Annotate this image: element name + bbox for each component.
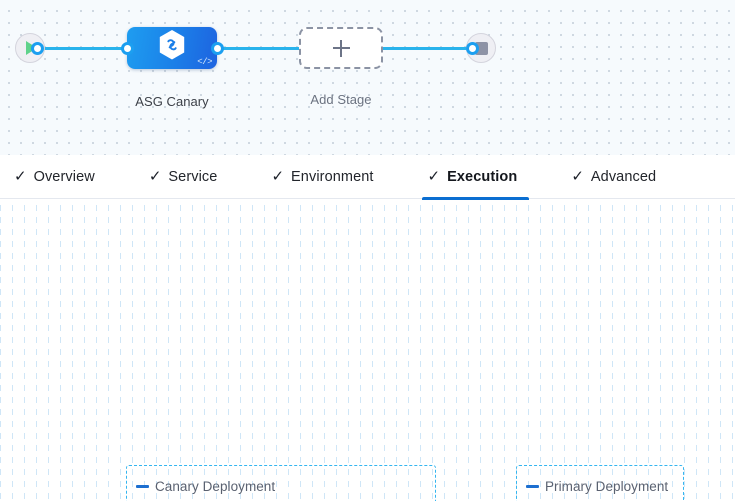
tab-label: Environment [291, 168, 374, 185]
tab-label: Overview [33, 168, 95, 185]
stage-node-label: ASG Canary [135, 94, 209, 109]
add-stage-label: Add Stage [310, 92, 372, 107]
execution-canvas[interactable]: Canary Deployment Primary Deployment [0, 199, 735, 501]
stage-wire-end [378, 47, 472, 50]
stage-wire-mid [212, 47, 304, 50]
plus-icon [332, 39, 350, 57]
tab-advanced[interactable]: ✓ Advanced [571, 155, 674, 199]
harness-hexagon-icon [157, 29, 187, 66]
stage-node-out-port[interactable] [211, 42, 224, 55]
group-label-text: Primary Deployment [545, 479, 669, 494]
check-icon: ✓ [571, 168, 584, 185]
tab-service[interactable]: ✓ Service [149, 155, 236, 199]
stage-node-in-port[interactable] [121, 42, 134, 55]
tab-label: Execution [447, 168, 518, 185]
code-badge: </> [197, 57, 212, 67]
stage-tab-bar: ✓ Overview ✓ Service ✓ Environment ✓ Exe… [0, 155, 735, 200]
check-icon: ✓ [427, 168, 441, 185]
stage-start-port[interactable] [31, 42, 44, 55]
group-canary-deployment[interactable] [126, 465, 436, 501]
group-primary-deployment[interactable] [516, 465, 684, 501]
tab-execution[interactable]: ✓ Execution [421, 155, 536, 200]
stage-canvas[interactable]: </> ASG Canary Add Stage [0, 0, 735, 155]
tab-overview[interactable]: ✓ Overview [14, 155, 113, 199]
add-stage-button[interactable] [299, 27, 383, 69]
stage-wire-start [36, 47, 136, 50]
tab-environment[interactable]: ✓ Environment [271, 155, 391, 199]
collapse-dash-icon[interactable] [136, 485, 149, 488]
group-label-text: Canary Deployment [155, 479, 276, 494]
tab-label: Service [168, 168, 218, 185]
check-icon: ✓ [148, 168, 162, 185]
collapse-dash-icon[interactable] [526, 485, 539, 488]
group-canary-deployment-label[interactable]: Canary Deployment [136, 479, 275, 494]
check-icon: ✓ [14, 168, 27, 185]
tab-label: Advanced [590, 168, 657, 185]
check-icon: ✓ [271, 168, 285, 185]
stage-end-port[interactable] [466, 42, 479, 55]
stage-node-asg-canary[interactable]: </> [127, 27, 217, 69]
group-primary-deployment-label[interactable]: Primary Deployment [526, 479, 668, 494]
